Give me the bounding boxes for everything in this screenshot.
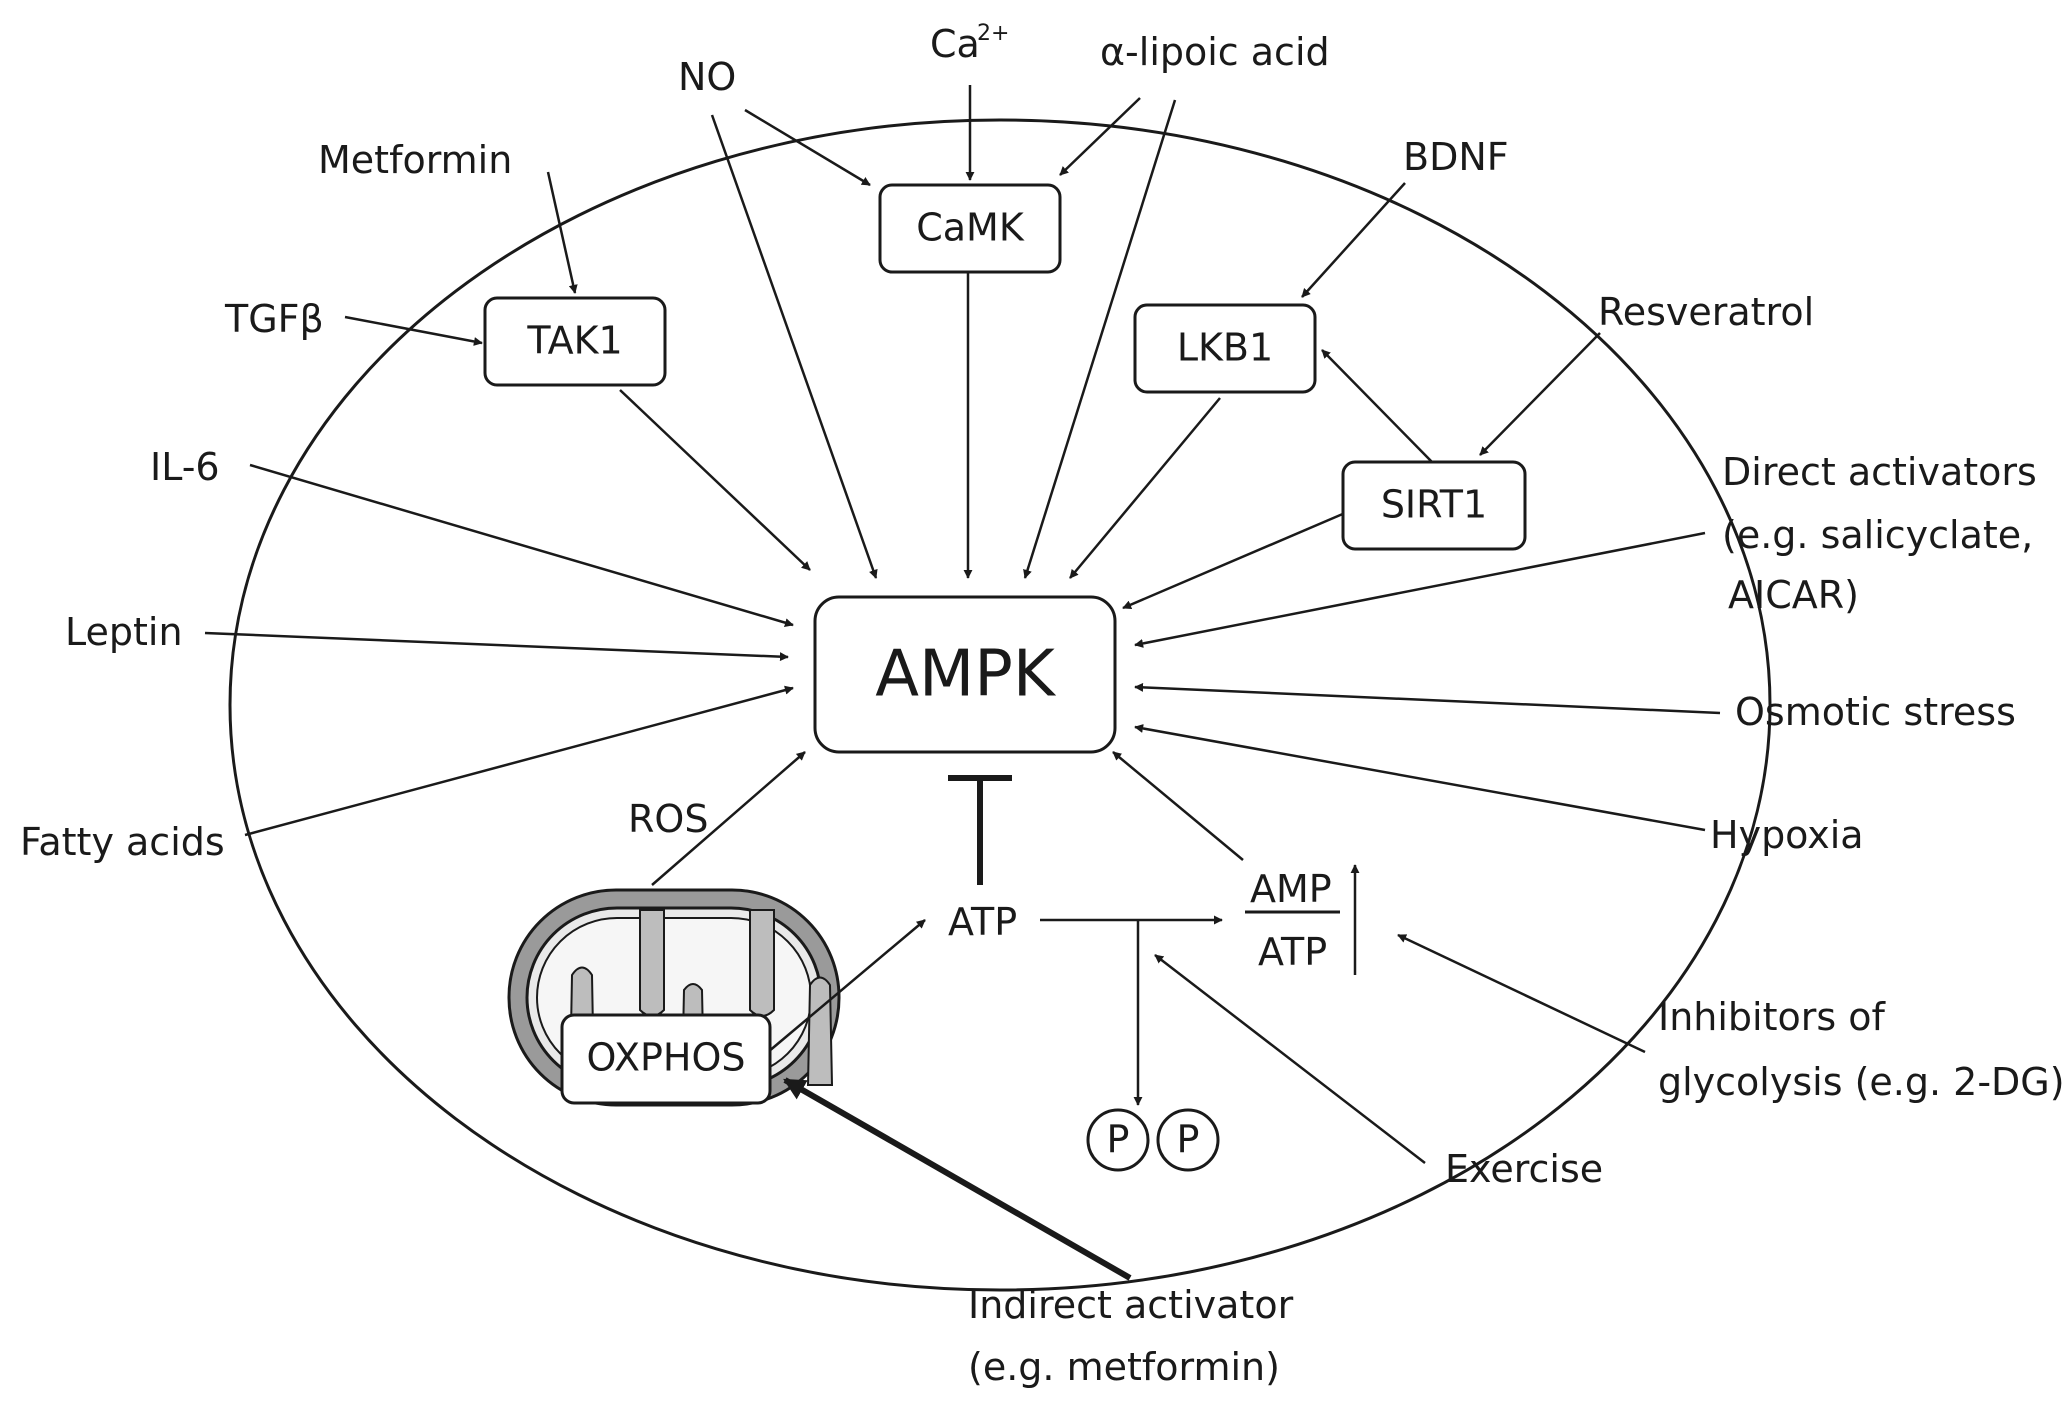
label-atp-ratio-bottom: ATP <box>1258 930 1327 974</box>
arrow-lipoic-ampk <box>1023 99 1177 579</box>
label-indirect-activator-2: (e.g. metformin) <box>968 1345 1280 1389</box>
label-hypoxia: Hypoxia <box>1710 813 1864 857</box>
lkb1-label: LKB1 <box>1177 326 1273 370</box>
node-oxphos: OXPHOS <box>560 1013 772 1105</box>
label-exercise: Exercise <box>1445 1147 1603 1191</box>
cell-membrane <box>228 118 1772 1292</box>
arrow-ros-ampk <box>651 751 806 886</box>
label-ca: Ca <box>930 22 980 66</box>
label-metformin: Metformin <box>318 138 512 182</box>
arrow-il6-ampk <box>249 463 794 628</box>
arrow-tak1-ampk <box>619 389 811 571</box>
ampk-label: AMPK <box>875 638 1057 712</box>
label-atp: ATP <box>948 900 1017 944</box>
arrow-resveratrol-sirt1 <box>1479 332 1601 456</box>
arrow-no-camk <box>744 108 871 187</box>
label-osmotic-stress: Osmotic stress <box>1735 690 2016 734</box>
arrow-bdnf-lkb1 <box>1301 182 1406 298</box>
node-camk: CaMK <box>878 183 1062 274</box>
arrow-metformin-tak1 <box>546 171 578 294</box>
label-direct-activators-3: AICAR) <box>1728 573 1859 617</box>
label-amp-ratio-top: AMP <box>1250 867 1332 911</box>
label-direct-activators-2: (e.g. salicyclate, <box>1722 513 2033 557</box>
label-inhibitors-1: Inhibitors of <box>1658 995 1887 1039</box>
arrow-oxphos-atp <box>767 919 926 1053</box>
label-indirect-activator-1: Indirect activator <box>968 1283 1294 1327</box>
label-inhibitors-2: glycolysis (e.g. 2-DG) <box>1658 1060 2064 1104</box>
arrow-ratio-ampk <box>1112 751 1244 861</box>
arrow-sirt1-ampk <box>1122 511 1346 610</box>
node-sirt1: SIRT1 <box>1341 460 1527 551</box>
label-no: NO <box>678 55 736 99</box>
arrow-indirect-oxphos <box>783 1077 1132 1281</box>
arrow-lipoic-camk <box>1059 97 1141 176</box>
arrow-fatty-ampk <box>244 685 794 837</box>
label-direct-activators-1: Direct activators <box>1722 450 2037 494</box>
node-tak1: TAK1 <box>483 296 667 387</box>
label-tgfb: TGFβ <box>224 297 324 341</box>
arrow-direct-ampk <box>1134 531 1706 648</box>
arrow-sirt1-lkb1 <box>1321 349 1433 463</box>
arrow-exercise <box>1154 954 1426 1164</box>
label-fatty-acids: Fatty acids <box>20 820 225 864</box>
arrow-no-ampk <box>710 114 878 579</box>
phosphate-label-2: P <box>1177 1118 1200 1162</box>
camk-label: CaMK <box>916 206 1025 250</box>
pathway-labels: NO Ca 2+ α-lipoic acid Metformin BDNF TG… <box>20 21 2064 1389</box>
label-il6: IL-6 <box>150 445 220 489</box>
phosphate-label-1: P <box>1107 1118 1130 1162</box>
label-lipoic-acid: α-lipoic acid <box>1100 30 1330 74</box>
arrow-lkb1-ampk <box>1069 397 1221 579</box>
arrow-tgfb-tak1 <box>344 315 483 346</box>
arrow-hypoxia-ampk <box>1134 724 1706 832</box>
arrow-leptin-ampk <box>204 631 789 662</box>
node-pp: P P <box>1086 1108 1220 1172</box>
arrow-inhibitors-ratio <box>1397 933 1646 1054</box>
label-leptin: Leptin <box>65 610 183 654</box>
tak1-label: TAK1 <box>526 319 622 363</box>
label-bdnf: BDNF <box>1403 135 1509 179</box>
arrow-osmotic-ampk <box>1134 682 1721 715</box>
node-lkb1: LKB1 <box>1133 303 1317 394</box>
pathway-arrows <box>204 85 1721 1281</box>
node-ampk: AMPK <box>813 595 1117 754</box>
label-ros: ROS <box>628 797 708 841</box>
label-ca-superscript: 2+ <box>977 21 1009 46</box>
label-resveratrol: Resveratrol <box>1598 290 1814 334</box>
oxphos-label: OXPHOS <box>586 1036 745 1080</box>
sirt1-label: SIRT1 <box>1381 483 1487 527</box>
